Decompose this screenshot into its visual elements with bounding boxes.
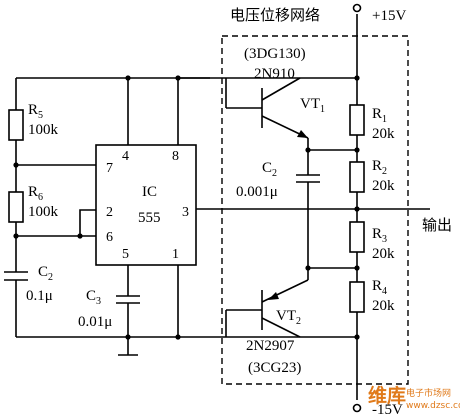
r4-name-label: R4: [372, 278, 387, 297]
network-title: 电压位移网络: [230, 6, 320, 24]
junction-dot: [125, 334, 131, 340]
junction-dot: [354, 75, 360, 81]
ic-pin1-label: 1: [172, 247, 179, 262]
r1-resistor: [349, 104, 365, 136]
c2-mid-value-label: 0.001μ: [236, 184, 278, 200]
vt2-alt-part-label: (3CG23): [248, 360, 301, 376]
junction-dot: [354, 147, 360, 153]
vt1-collector: [261, 77, 301, 101]
ic-part-label: 555: [138, 210, 161, 226]
vt2-emitter-arrow: [268, 292, 279, 300]
vt1-part-label: 2N910: [254, 66, 295, 82]
watermark-logo: 维库 电子市场网 www.dzsc.com: [368, 384, 460, 411]
watermark-url: www.dzsc.com: [406, 401, 460, 411]
junction-dot: [13, 162, 19, 168]
r1-value-label: 20k: [372, 126, 395, 142]
junction-dot: [354, 334, 360, 340]
positive-supply-label: +15V: [372, 8, 406, 24]
voltage-shift-network-box: [221, 35, 409, 385]
watermark-brand: 维库: [368, 384, 406, 407]
r5-name-label: R5: [28, 102, 43, 121]
ic-pin8-label: 8: [172, 149, 179, 164]
r5-value-label: 100k: [28, 122, 59, 138]
r2-resistor: [349, 161, 365, 193]
vt1-emitter-arrow: [297, 130, 308, 138]
negative-supply-label: -15V: [372, 402, 403, 418]
vt2-collector: [261, 317, 301, 338]
junction-dot: [125, 75, 131, 81]
r3-name-label: R3: [372, 226, 387, 245]
positive-supply-terminal: [352, 3, 362, 13]
ic-pin3-label: 3: [182, 205, 189, 220]
output-label: 输出: [422, 216, 452, 234]
ic-pin4-label: 4: [122, 149, 129, 164]
r2-value-label: 20k: [372, 178, 395, 194]
r2-name-label: R2: [372, 158, 387, 177]
c2-left-name-label: C2: [38, 264, 53, 283]
negative-supply-terminal: [352, 403, 362, 413]
vt1-name-label: VT1: [300, 96, 325, 115]
ic-pin5-label: 5: [122, 247, 129, 262]
r6-name-label: R6: [28, 184, 43, 203]
r4-resistor: [349, 281, 365, 313]
junction-dot: [77, 233, 83, 239]
c3-value-label: 0.01μ: [78, 314, 112, 330]
r6-value-label: 100k: [28, 204, 59, 220]
r3-value-label: 20k: [372, 246, 395, 262]
ic-name-label: IC: [142, 184, 157, 200]
ic-pin6-label: 6: [106, 230, 113, 245]
ic-555-body: [95, 144, 197, 266]
r4-value-label: 20k: [372, 298, 395, 314]
r1-name-label: R1: [372, 106, 387, 125]
vt2-emitter: [261, 279, 309, 303]
c2-left-value-label: 0.1μ: [26, 288, 53, 304]
vt2-part-label: 2N2907: [246, 338, 295, 354]
vt2-name-label: VT2: [276, 308, 301, 327]
watermark-text: 电子市场网: [406, 387, 451, 399]
c2-mid-name-label: C2: [262, 160, 277, 179]
junction-dot: [175, 334, 181, 340]
vt1-alt-part-label: (3DG130): [244, 46, 306, 62]
ic-pin2-label: 2: [106, 205, 113, 220]
pin2-wire: [79, 209, 96, 236]
c3-name-label: C3: [86, 288, 101, 307]
r6-resistor: [8, 191, 24, 223]
r3-resistor: [349, 221, 365, 253]
junction-dot: [13, 233, 19, 239]
r5-resistor: [8, 109, 24, 141]
ic-pin7-label: 7: [106, 161, 113, 176]
